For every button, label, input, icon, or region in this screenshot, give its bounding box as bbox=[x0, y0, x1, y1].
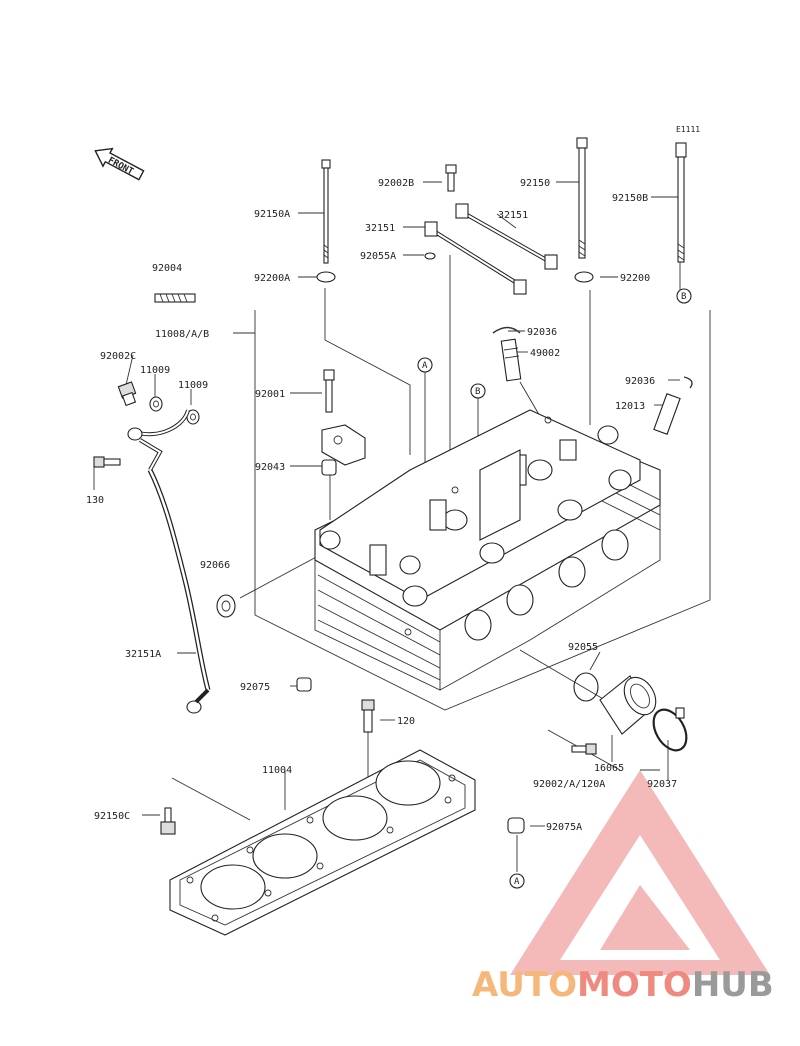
label-92200: 92200 bbox=[620, 273, 650, 284]
label-32151-left: 32151 bbox=[365, 223, 395, 234]
watermark-triangle-core bbox=[600, 885, 690, 950]
o-ring-92055A bbox=[424, 252, 436, 260]
label-92200A: 92200A bbox=[254, 273, 290, 284]
guide-12013 bbox=[653, 393, 681, 435]
head-gasket-11004 bbox=[169, 749, 476, 936]
gasket-92066-hole bbox=[221, 600, 231, 612]
label-92043: 92043 bbox=[255, 462, 285, 473]
gasket-11009-right-hole bbox=[190, 413, 196, 421]
callout-a-head-letter: A bbox=[422, 361, 428, 371]
bolt-92150B bbox=[675, 142, 687, 263]
bolt-92150A bbox=[321, 159, 331, 264]
dowel-92075A bbox=[507, 817, 525, 834]
label-32151-right: 32151 bbox=[498, 210, 528, 221]
dowel-92043 bbox=[321, 459, 337, 476]
label-120: 120 bbox=[397, 716, 415, 727]
watermark-text: AUTOMOTOHUB bbox=[472, 965, 774, 1005]
label-92055: 92055 bbox=[568, 642, 598, 653]
bolt-92150C bbox=[160, 807, 176, 835]
label-92002C: 92002C bbox=[100, 351, 136, 362]
clip-92036-top bbox=[492, 326, 521, 334]
watermark-logo bbox=[510, 770, 770, 975]
callout-b-bolt: B bbox=[676, 288, 692, 304]
oil-pipe-32151A bbox=[127, 409, 211, 714]
watermark-triangle-inner bbox=[560, 835, 720, 960]
label-92066: 92066 bbox=[200, 560, 230, 571]
label-92150C: 92150C bbox=[94, 811, 130, 822]
clamp-92037 bbox=[652, 707, 688, 752]
clip-92036-right bbox=[683, 376, 693, 389]
gasket-11009-left bbox=[149, 396, 163, 412]
washer-92200A bbox=[316, 271, 336, 283]
label-92037: 92037 bbox=[647, 779, 677, 790]
holder-16065 bbox=[599, 675, 657, 735]
gasket-11009-left-hole bbox=[153, 400, 159, 408]
label-92002A120A: 92002/A/120A bbox=[533, 779, 605, 790]
bolt-92002C bbox=[117, 381, 137, 407]
o-ring-92055 bbox=[573, 672, 599, 702]
label-92075A: 92075A bbox=[546, 822, 582, 833]
label-92036-right: 92036 bbox=[625, 376, 655, 387]
label-11004: 11004 bbox=[262, 765, 292, 776]
label-92150A: 92150A bbox=[254, 209, 290, 220]
label-92036-top: 92036 bbox=[527, 327, 557, 338]
dowel-92075 bbox=[296, 677, 312, 692]
callout-b-bolt-letter: B bbox=[681, 292, 686, 302]
label-92001: 92001 bbox=[255, 389, 285, 400]
cylinder-head bbox=[314, 409, 661, 691]
front-arrow-icon: FRONT bbox=[94, 147, 145, 181]
label-32151A: 32151A bbox=[125, 649, 161, 660]
label-11008AB: 11008/A/B bbox=[155, 329, 209, 340]
stud-92004 bbox=[154, 293, 196, 303]
label-12013: 12013 bbox=[615, 401, 645, 412]
guide-49002 bbox=[500, 338, 522, 382]
bolt-92150 bbox=[576, 137, 588, 259]
callout-b-head-letter: B bbox=[475, 387, 480, 397]
diagram-code: E1111 bbox=[676, 125, 700, 134]
callout-a-head: A bbox=[417, 357, 433, 373]
watermark-hub: HUB bbox=[692, 965, 774, 1005]
label-92075: 92075 bbox=[240, 682, 270, 693]
part-labels: 92150A 92002B 92150 92150B 32151 32151 9… bbox=[86, 178, 677, 833]
washer-92200 bbox=[574, 271, 594, 283]
label-49002: 49002 bbox=[530, 348, 560, 359]
label-92002B: 92002B bbox=[378, 178, 414, 189]
bolt-130 bbox=[93, 456, 121, 468]
label-92055A: 92055A bbox=[360, 251, 396, 262]
bolt-92002A bbox=[571, 743, 597, 755]
label-11009-right: 11009 bbox=[178, 380, 208, 391]
bolt-120 bbox=[361, 699, 375, 733]
label-130: 130 bbox=[86, 495, 104, 506]
label-11009-left: 11009 bbox=[140, 365, 170, 376]
callout-b-head: B bbox=[470, 383, 486, 399]
cap-block bbox=[321, 424, 366, 466]
gasket-92066 bbox=[216, 594, 236, 618]
callout-a-bottom: A bbox=[509, 873, 525, 889]
label-92004: 92004 bbox=[152, 263, 182, 274]
callout-a-bottom-letter: A bbox=[514, 877, 520, 887]
label-92150: 92150 bbox=[520, 178, 550, 189]
bolt-92002B bbox=[445, 164, 457, 192]
oil-pipe-32151 bbox=[424, 203, 558, 295]
label-16065: 16065 bbox=[594, 763, 624, 774]
bolt-92001 bbox=[323, 369, 335, 413]
watermark-auto: AUTO bbox=[472, 965, 577, 1005]
watermark-moto: MOTO bbox=[577, 965, 692, 1005]
label-92150B: 92150B bbox=[612, 193, 648, 204]
